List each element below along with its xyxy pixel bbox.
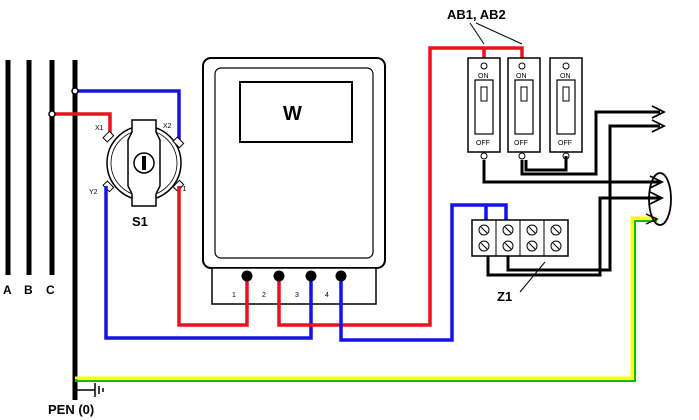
switch-label: S1 xyxy=(132,214,148,229)
breaker-2-off: OFF xyxy=(514,140,528,147)
meter-terminal-2: 2 xyxy=(262,292,266,299)
breaker-2[interactable] xyxy=(507,57,541,160)
terminal-block-z1 xyxy=(471,219,569,257)
output-arrows xyxy=(649,105,667,205)
breaker-3[interactable] xyxy=(549,57,583,160)
phase-wire-in xyxy=(52,112,112,136)
meter-terminal-1: 1 xyxy=(232,292,236,299)
terminal-y2-label: Y2 xyxy=(89,189,98,196)
meter-terminal-4: 4 xyxy=(325,292,329,299)
breaker-3-on: ON xyxy=(560,73,571,80)
breaker-2-on: ON xyxy=(516,73,527,80)
breaker-3-off: OFF xyxy=(558,140,572,147)
ground-wire xyxy=(75,213,659,382)
breakers-label-pointer xyxy=(469,22,523,45)
terminal-x2-label: X2 xyxy=(163,123,172,130)
breaker-1[interactable] xyxy=(467,57,501,160)
terminal-y1-label: Y1 xyxy=(178,186,187,193)
ground-symbol xyxy=(75,383,104,397)
energy-meter xyxy=(202,57,386,305)
meter-display: W xyxy=(283,103,302,125)
neutral-wire-y2-t3 xyxy=(104,186,313,340)
busbar-c-label: C xyxy=(46,283,55,297)
output-wires xyxy=(482,110,660,277)
z1-label-pointer xyxy=(519,261,546,293)
switch-s1[interactable] xyxy=(102,119,185,207)
meter-terminals xyxy=(241,270,347,282)
cable-ellipse xyxy=(648,172,672,226)
phase-wire-y1-t1 xyxy=(177,186,249,327)
pen-label: PEN (0) xyxy=(48,402,94,417)
breaker-1-off: OFF xyxy=(476,140,490,147)
neutral-wire-in xyxy=(75,89,181,141)
breakers-label: AB1, AB2 xyxy=(447,7,506,22)
breaker-1-on: ON xyxy=(478,73,489,80)
busbar-b-label: B xyxy=(24,283,33,297)
meter-terminal-3: 3 xyxy=(295,292,299,299)
busbar-a-label: A xyxy=(3,283,12,297)
terminal-block-label: Z1 xyxy=(497,289,512,304)
neutral-wire-t4-z1 xyxy=(339,203,508,342)
terminal-x1-label: X1 xyxy=(95,125,104,132)
